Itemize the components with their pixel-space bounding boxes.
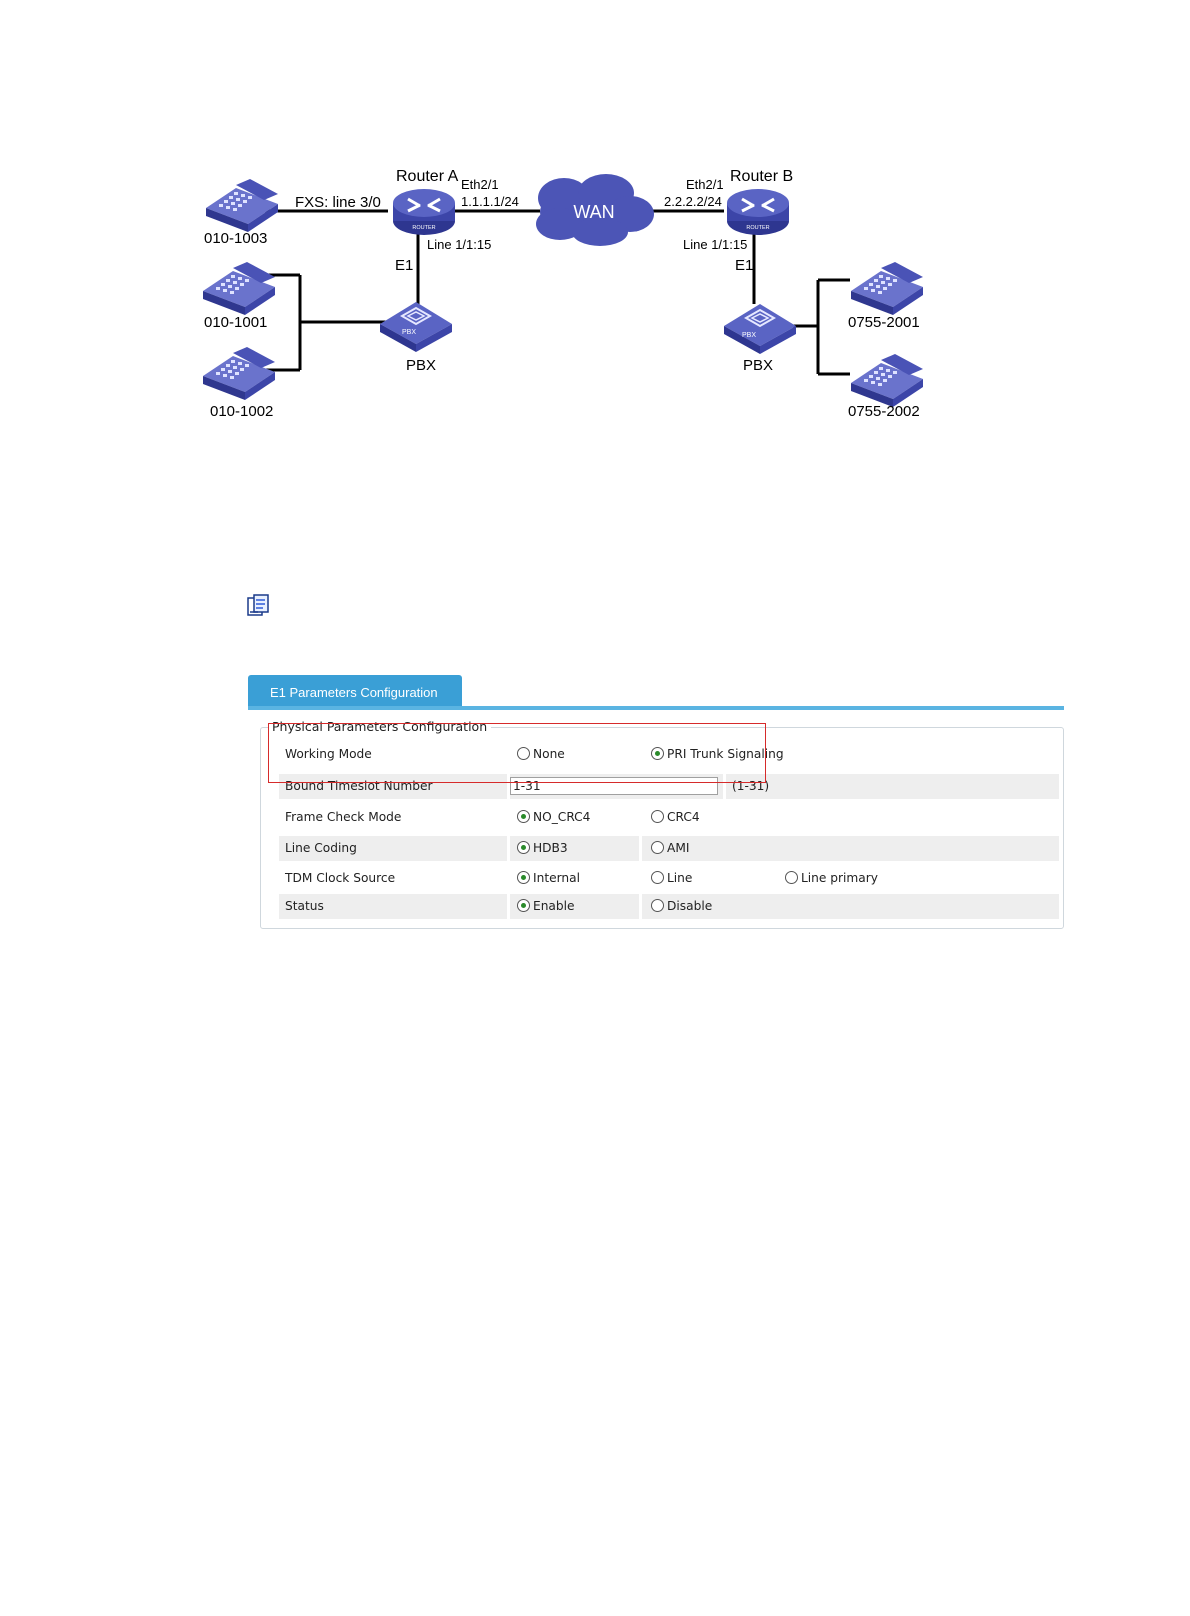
- e1-a-label: E1: [395, 257, 413, 274]
- router-b-badge: ROUTER: [746, 225, 769, 231]
- eth-b-label: Eth2/1: [686, 177, 724, 192]
- physical-parameters-legend: Physical Parameters Configuration: [268, 719, 492, 734]
- tab-e1-parameters-configuration[interactable]: E1 Parameters Configuration: [248, 675, 462, 706]
- radio-pri-trunk-signaling[interactable]: [651, 747, 664, 760]
- fxs-label: FXS: line 3/0: [295, 194, 381, 211]
- router-a-badge: ROUTER: [412, 225, 435, 231]
- status-enable-option[interactable]: Enable: [517, 894, 575, 919]
- tdm-clock-internal-option[interactable]: Internal: [517, 866, 580, 891]
- line-coding-hdb3-option[interactable]: HDB3: [517, 836, 568, 861]
- tdm-clock-source-row: TDM Clock Source Internal Line Line prim…: [279, 866, 1059, 891]
- working-mode-pri-option[interactable]: PRI Trunk Signaling: [651, 742, 784, 767]
- router-a-label: Router A: [396, 168, 459, 185]
- wan-cloud-icon: [536, 174, 654, 246]
- wan-label: WAN: [573, 202, 614, 222]
- phone-010-1001-label: 010-1001: [204, 314, 267, 331]
- e1-b-label: E1: [735, 257, 753, 274]
- pbx-b-icon: [723, 303, 797, 355]
- line-a-label: Line 1/1:15: [427, 237, 491, 252]
- radio-disable[interactable]: [651, 899, 664, 912]
- eth-a-label: Eth2/1: [461, 177, 499, 192]
- physical-parameters-fieldset: Working Mode None PRI Trunk Signaling Bo…: [260, 727, 1064, 929]
- highlight-box: [268, 723, 766, 783]
- radio-no-crc4[interactable]: [517, 810, 530, 823]
- pbx-b-badge: PBX: [742, 332, 756, 339]
- bound-timeslot-row: Bound Timeslot Number 1-31 (1-31): [279, 774, 1059, 799]
- tdm-clock-source-label: TDM Clock Source: [285, 871, 396, 885]
- line-coding-ami-option[interactable]: AMI: [651, 836, 689, 861]
- pbx-a-icon: [379, 301, 453, 353]
- frame-check-mode-label: Frame Check Mode: [285, 810, 402, 824]
- working-mode-row: Working Mode None PRI Trunk Signaling: [279, 742, 1059, 767]
- phone-010-1003-icon: [206, 179, 278, 232]
- radio-none[interactable]: [517, 747, 530, 760]
- router-b-label: Router B: [730, 168, 793, 185]
- bound-timeslot-input[interactable]: 1-31: [510, 777, 718, 795]
- frame-check-no-crc4-option[interactable]: NO_CRC4: [517, 805, 590, 830]
- line-coding-label: Line Coding: [285, 841, 357, 855]
- network-topology-diagram: WAN ROUTER ROUTER PBX PBX Router A Route…: [203, 168, 923, 420]
- phone-0755-2001-icon: [851, 262, 923, 315]
- frame-check-crc4-option[interactable]: CRC4: [651, 805, 700, 830]
- phone-0755-2002-icon: [851, 354, 923, 407]
- radio-enable[interactable]: [517, 899, 530, 912]
- phone-0755-2001-label: 0755-2001: [848, 314, 920, 331]
- working-mode-label: Working Mode: [285, 747, 372, 761]
- radio-internal[interactable]: [517, 871, 530, 884]
- pbx-a-badge: PBX: [402, 329, 416, 336]
- line-coding-row: Line Coding HDB3 AMI: [279, 836, 1059, 861]
- radio-hdb3[interactable]: [517, 841, 530, 854]
- phone-010-1002-icon: [203, 347, 275, 400]
- phone-0755-2002-label: 0755-2002: [848, 403, 920, 420]
- radio-crc4[interactable]: [651, 810, 664, 823]
- working-mode-none-option[interactable]: None: [517, 742, 565, 767]
- tdm-clock-line-option[interactable]: Line: [651, 866, 692, 891]
- phone-010-1003-label: 010-1003: [204, 230, 267, 247]
- status-label: Status: [285, 899, 324, 913]
- pbx-b-label: PBX: [743, 357, 773, 374]
- phone-010-1001-icon: [203, 262, 275, 315]
- phone-010-1002-label: 010-1002: [210, 403, 273, 420]
- radio-line-primary[interactable]: [785, 871, 798, 884]
- frame-check-mode-row: Frame Check Mode NO_CRC4 CRC4: [279, 805, 1059, 830]
- status-row: Status Enable Disable: [279, 894, 1059, 919]
- tab-underline: [248, 706, 1064, 710]
- line-b-label: Line 1/1:15: [683, 237, 747, 252]
- tdm-clock-line-primary-option[interactable]: Line primary: [785, 866, 878, 891]
- ip-a-label: 1.1.1.1/24: [461, 194, 519, 209]
- pbx-a-label: PBX: [406, 357, 436, 374]
- ip-b-label: 2.2.2.2/24: [664, 194, 722, 209]
- status-disable-option[interactable]: Disable: [651, 894, 712, 919]
- note-icon: [247, 594, 269, 616]
- radio-ami[interactable]: [651, 841, 664, 854]
- radio-line[interactable]: [651, 871, 664, 884]
